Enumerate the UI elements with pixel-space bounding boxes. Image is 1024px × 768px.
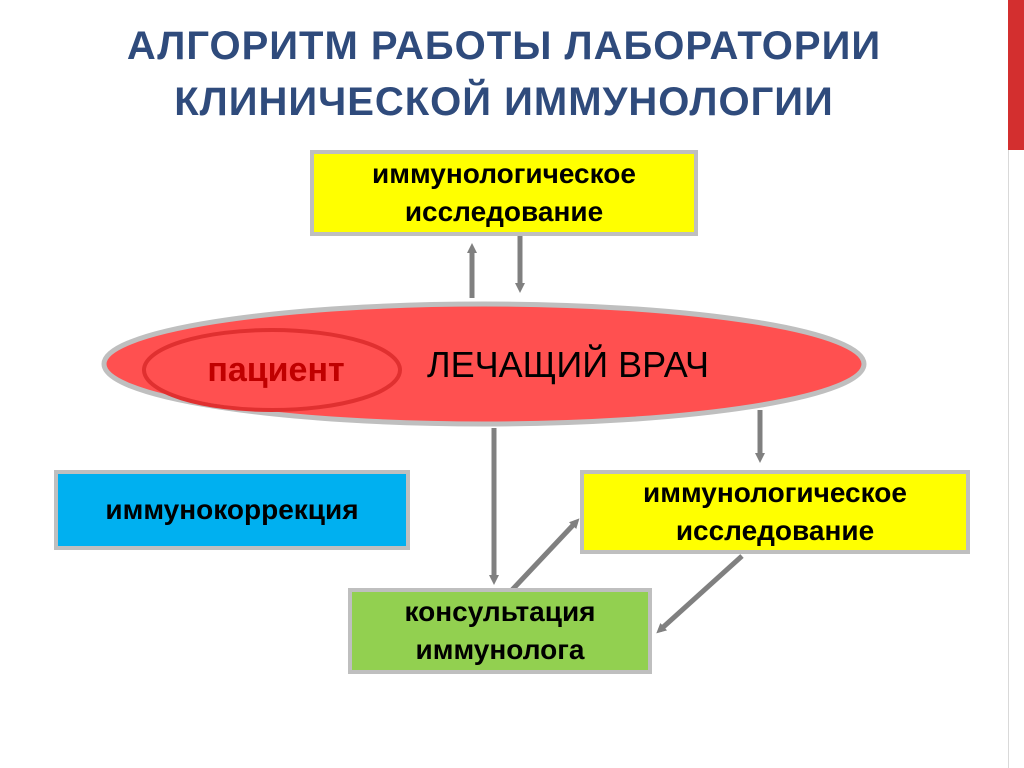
arrow-right-box-to-consultation: [656, 554, 744, 634]
right-box-line-1: иммунологическое: [643, 477, 907, 508]
patient-label: пациент: [207, 351, 345, 389]
slide-right-border: [1008, 0, 1024, 768]
patient-inner-ellipse: [142, 328, 402, 412]
immunologist-consultation-box: консультация иммунолога: [348, 588, 652, 674]
consultation-line-2: иммунолога: [415, 634, 585, 665]
consultation-line-1: консультация: [404, 596, 596, 627]
immunocorrection-label: иммунокоррекция: [105, 494, 359, 525]
slide-title-line-1: АЛГОРИТМ РАБОТЫ ЛАБОРАТОРИИ: [126, 24, 882, 68]
top-box-line-1: иммунологическое: [372, 158, 636, 189]
slide-title: АЛГОРИТМ РАБОТЫ ЛАБОРАТОРИИ КЛИНИЧЕСКОЙ …: [0, 18, 1008, 130]
slide-title-line-2: КЛИНИЧЕСКОЙ ИММУНОЛОГИИ: [174, 80, 834, 124]
top-immunological-study-box: иммунологическое исследование: [310, 150, 698, 236]
right-box-line-2: исследование: [675, 515, 875, 546]
right-immunological-study-box: иммунологическое исследование: [580, 470, 970, 554]
arrow-consultation-to-right-box: [510, 518, 580, 592]
immunocorrection-box: иммунокоррекция: [54, 470, 410, 550]
top-box-line-2: исследование: [404, 196, 604, 227]
slide-accent-bar: [1008, 0, 1024, 150]
doctor-ellipse: [101, 301, 867, 427]
attending-doctor-label: ЛЕЧАЩИЙ ВРАЧ: [427, 344, 709, 385]
